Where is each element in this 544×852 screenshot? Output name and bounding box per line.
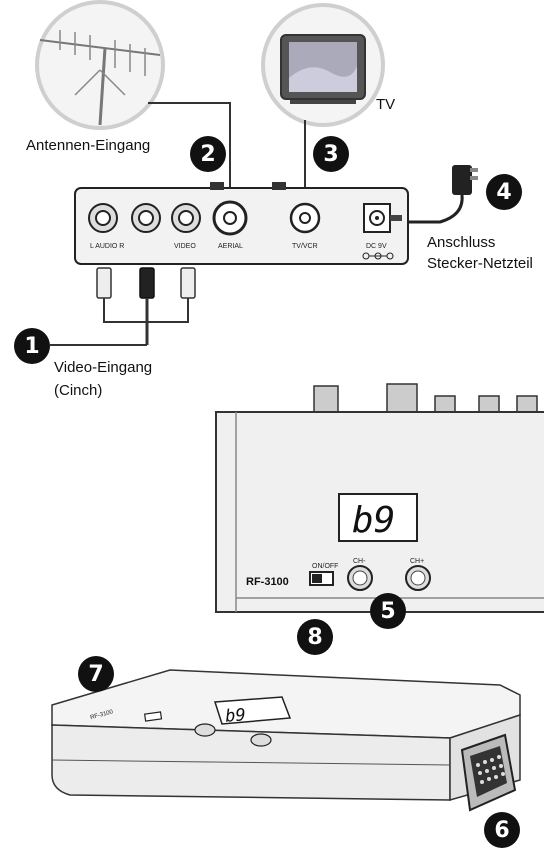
power-connection-label-line2: Stecker-Netzteil xyxy=(427,255,533,272)
marker-8: 8 xyxy=(297,619,333,655)
video-input-label-line2: (Cinch) xyxy=(54,382,103,399)
video-input-label-line1: Video-Eingang xyxy=(54,359,153,376)
marker-7: 7 xyxy=(78,656,114,692)
ch-plus-label: CH+ xyxy=(410,558,424,565)
marker-3: 3 xyxy=(313,136,349,172)
antenna-illustration xyxy=(35,0,165,130)
marker-6: 6 xyxy=(484,812,520,848)
tv-illustration xyxy=(261,3,385,127)
device-back-panel xyxy=(74,182,409,265)
power-adapter xyxy=(395,165,478,224)
audio-port-label: L AUDIO R xyxy=(90,243,124,250)
video-port-label: VIDEO xyxy=(174,243,196,250)
marker-2: 2 xyxy=(190,136,226,172)
aerial-port-label: AERIAL xyxy=(218,243,243,250)
device-front-panel xyxy=(215,383,544,613)
device-display-readout: b9 xyxy=(225,705,247,726)
onoff-label: ON/OFF xyxy=(312,563,338,570)
marker-1: 1 xyxy=(14,328,50,364)
model-label: RF-3100 xyxy=(246,576,289,588)
ch-minus-label: CH- xyxy=(353,558,366,565)
marker-4: 4 xyxy=(486,174,522,210)
device-3d-view xyxy=(51,669,521,812)
tvvcr-port-label: TV/VCR xyxy=(292,243,318,250)
rca-cables xyxy=(50,267,196,346)
marker-5: 5 xyxy=(370,593,406,629)
dc-port-label: DC 9V xyxy=(366,243,387,250)
tv-label: TV xyxy=(376,96,396,113)
power-connection-label-line1: Anschluss xyxy=(427,234,496,251)
front-display-readout: b9 xyxy=(352,500,395,541)
antenna-input-label: Antennen-Eingang xyxy=(26,137,151,154)
